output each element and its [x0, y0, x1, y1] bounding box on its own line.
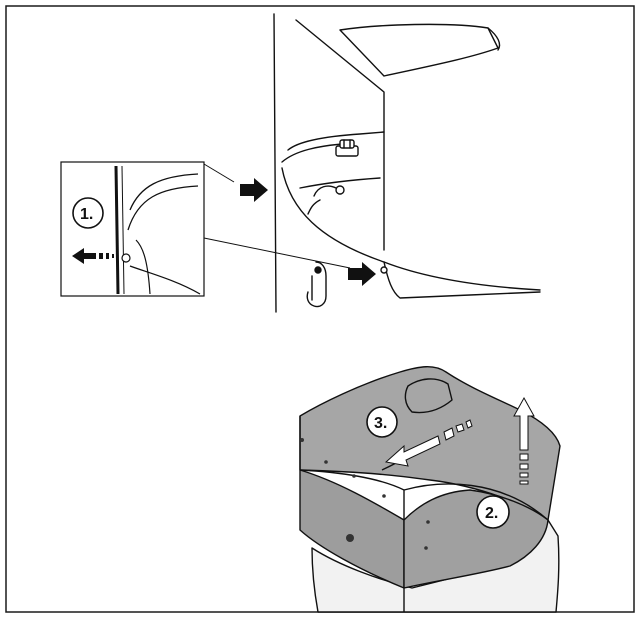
tray-top-edge: [287, 131, 385, 151]
detail-inset: 1.: [60, 161, 351, 297]
inset-rod: [114, 165, 120, 295]
arrow-right-icon: [348, 262, 376, 286]
step-3-group: 3.: [366, 406, 473, 467]
step-2-badge: [476, 495, 510, 529]
step-2-label: 2.: [485, 505, 498, 522]
cover-right-face: [403, 489, 549, 589]
step-1-label: 1.: [80, 206, 93, 223]
appliance-lid: [339, 23, 499, 77]
arrow-left-icon: [72, 248, 114, 264]
step-3-badge: [366, 406, 398, 438]
wall-line: [273, 13, 277, 313]
cover-rivets: [300, 438, 430, 550]
recess-line: [299, 177, 381, 189]
appliance-side-view: [273, 13, 541, 313]
clip-icon: [307, 185, 345, 215]
step-2-group: 2.: [476, 396, 535, 529]
inset-frame: [60, 161, 205, 297]
hose-hook: [306, 261, 327, 308]
step-3-label: 3.: [374, 415, 387, 432]
lid-rim: [487, 27, 501, 51]
callout-line-bottom: [203, 237, 351, 269]
screw-icon: [121, 253, 131, 263]
callout-line-top: [203, 163, 235, 183]
arrow-right-icon: [240, 178, 268, 202]
arrow-left-icon: [384, 419, 473, 467]
arrow-up-icon: [513, 396, 535, 485]
tray-base: [383, 261, 541, 299]
appliance-panel-edge: [295, 19, 385, 251]
cover-recess: [404, 378, 453, 414]
screw-icon: [335, 139, 359, 157]
step-1-badge: [72, 197, 104, 229]
tray-inner-edge: [281, 143, 343, 163]
screw-point: [380, 266, 388, 274]
